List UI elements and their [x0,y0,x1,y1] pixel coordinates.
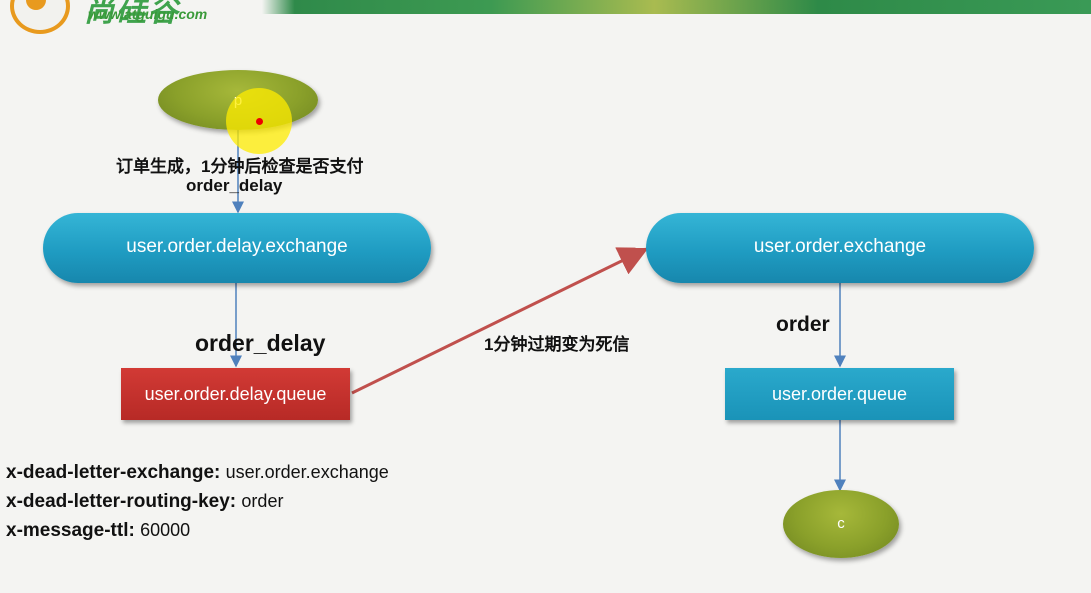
queue-arguments: x-dead-letter-exchange: user.order.excha… [6,458,389,545]
argument-key: x-dead-letter-routing-key: [6,491,237,512]
argument-value: 60000 [140,520,191,540]
order-queue-label: user.order.queue [771,384,908,404]
delay-binding-key: order_delay [195,330,326,356]
logo-text: 尚硅谷 [84,0,180,28]
publish-note: 订单生成，1分钟后检查是否支付 [116,157,364,176]
order-binding-key: order [776,313,830,336]
logo-url: www.atguigu.com [88,6,208,22]
delay-exchange-node: user.order.delay.exchange [43,213,431,283]
order-exchange-label: user.order.exchange [753,236,927,257]
publish-routing-key: order_delay [186,176,283,195]
argument-key: x-dead-letter-exchange: [6,462,221,483]
order-queue-node: user.order.queue [725,368,954,420]
argument-message-ttl: x-message-ttl: 60000 [6,516,389,545]
argument-value: user.order.exchange [225,462,389,482]
logo: 尚硅谷 www.atguigu.com [0,0,280,34]
consumer-label: c [837,515,845,532]
logo-dot-icon [26,0,46,10]
cursor-dot [256,118,263,125]
edge-dead-letter-to-order-exchange [351,247,649,395]
argument-value: order [241,491,284,511]
order-exchange-node: user.order.exchange [646,213,1034,283]
argument-dead-letter-exchange: x-dead-letter-exchange: user.order.excha… [6,458,389,487]
argument-dead-letter-routing-key: x-dead-letter-routing-key: order [6,487,389,516]
consumer-node: c [783,490,899,558]
dead-letter-note: 1分钟过期变为死信 [484,335,630,354]
delay-queue-label: user.order.delay.queue [144,384,327,404]
argument-key: x-message-ttl: [6,520,135,541]
delay-queue-node: user.order.delay.queue [121,368,350,420]
delay-exchange-label: user.order.delay.exchange [126,236,348,257]
top-banner [0,0,1091,14]
